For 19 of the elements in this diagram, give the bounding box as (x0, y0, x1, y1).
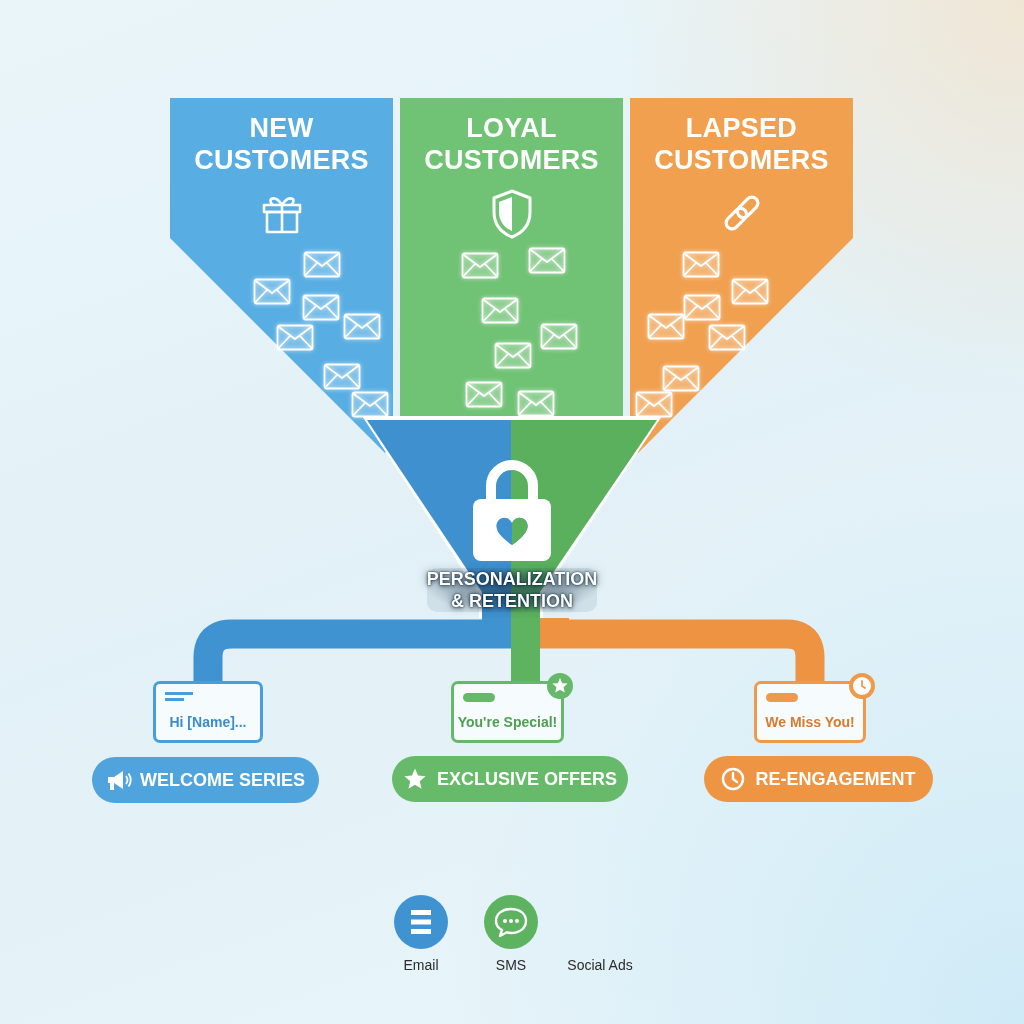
panel-heading: LAPSED CUSTOMERS (654, 112, 829, 176)
channel-label: SMS (495, 957, 527, 974)
connector-pipe (540, 618, 825, 681)
category-tag (392, 756, 628, 802)
panel-heading: LOYAL CUSTOMERS (424, 112, 599, 176)
panel-heading: NEW CUSTOMERS (194, 112, 369, 176)
channel-label: Social Ads (567, 957, 633, 974)
channel-label: Email (403, 957, 439, 974)
connector-pipe (193, 618, 511, 681)
email-card (153, 681, 263, 743)
connector-pipe (511, 618, 540, 681)
category-tag (704, 756, 933, 802)
email-preview-text: You're Special! (457, 714, 558, 731)
email-preview-text: Hi [Name]... (169, 714, 247, 731)
category-tag (92, 757, 319, 803)
tag-text: EXCLUSIVE OFFERS (437, 768, 617, 790)
email-preview-text: We Miss You! (765, 714, 855, 731)
tag-text: WELCOME SERIES (140, 769, 305, 791)
tag-text: RE-ENGAGEMENT (755, 768, 916, 790)
